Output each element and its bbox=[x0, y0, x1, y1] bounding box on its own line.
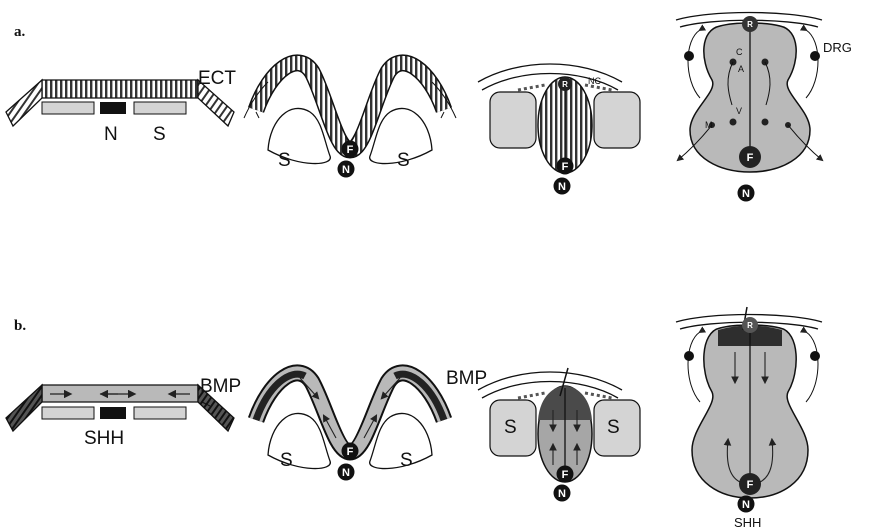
a-stage3-roof-plate-label: R bbox=[562, 80, 568, 89]
a-stage4-notochord-label: N bbox=[742, 188, 750, 200]
a-region-m-label: M bbox=[705, 120, 713, 130]
b-stage2-notochord-label: N bbox=[342, 467, 350, 479]
b-stage4-spinal-cord bbox=[676, 307, 822, 498]
a-stage2-somite-right: S bbox=[397, 150, 410, 171]
a-ectoderm-label: ECT bbox=[198, 68, 236, 89]
b-stage2-floor-plate-label: F bbox=[347, 446, 354, 458]
b-stage3-notochord-label: N bbox=[558, 488, 566, 500]
b-shh-label: SHH bbox=[84, 428, 124, 449]
b-stage3-floor-plate-label: F bbox=[562, 469, 569, 481]
a-neural-crest-label: NC bbox=[588, 76, 601, 86]
a-drg-label: DRG bbox=[823, 40, 852, 55]
a-stage2-floor-plate-label: F bbox=[347, 144, 354, 156]
a-stage3-neural-tube bbox=[478, 64, 640, 173]
a-stage2-somite-left: S bbox=[278, 150, 291, 171]
a-somite-label: S bbox=[153, 124, 166, 145]
b-stage4-shh-label: SHH bbox=[734, 515, 761, 530]
b-stage4-floor-plate-label: F bbox=[747, 479, 754, 491]
b-stage2-somite-right: S bbox=[400, 450, 413, 471]
b-stage2-somite-left: S bbox=[280, 450, 293, 471]
b-stage4-notochord-label: N bbox=[742, 499, 750, 511]
a-region-a-label: A bbox=[738, 64, 744, 74]
a-region-v-label: V bbox=[736, 106, 742, 116]
a-stage3-floor-plate-label: F bbox=[562, 161, 569, 173]
a-stage4-floor-plate-label: F bbox=[747, 152, 754, 164]
a-stage3-notochord-label: N bbox=[558, 181, 566, 193]
a-stage4-roof-plate-label: R bbox=[747, 20, 753, 29]
b-stage4-roof-plate-label: R bbox=[747, 321, 753, 330]
a-notochord-label: N bbox=[104, 124, 118, 145]
a-stage2-notochord-label: N bbox=[342, 164, 350, 176]
panel-b-letter: b. bbox=[14, 318, 26, 334]
b-stage3-somite-right: S bbox=[607, 417, 620, 438]
b-stage2-bmp-label: BMP bbox=[446, 368, 487, 389]
a-region-c-label: C bbox=[736, 47, 743, 57]
b-bmp-label: BMP bbox=[200, 376, 241, 397]
b-stage3-somite-left: S bbox=[504, 417, 517, 438]
panel-a-letter: a. bbox=[14, 24, 26, 40]
